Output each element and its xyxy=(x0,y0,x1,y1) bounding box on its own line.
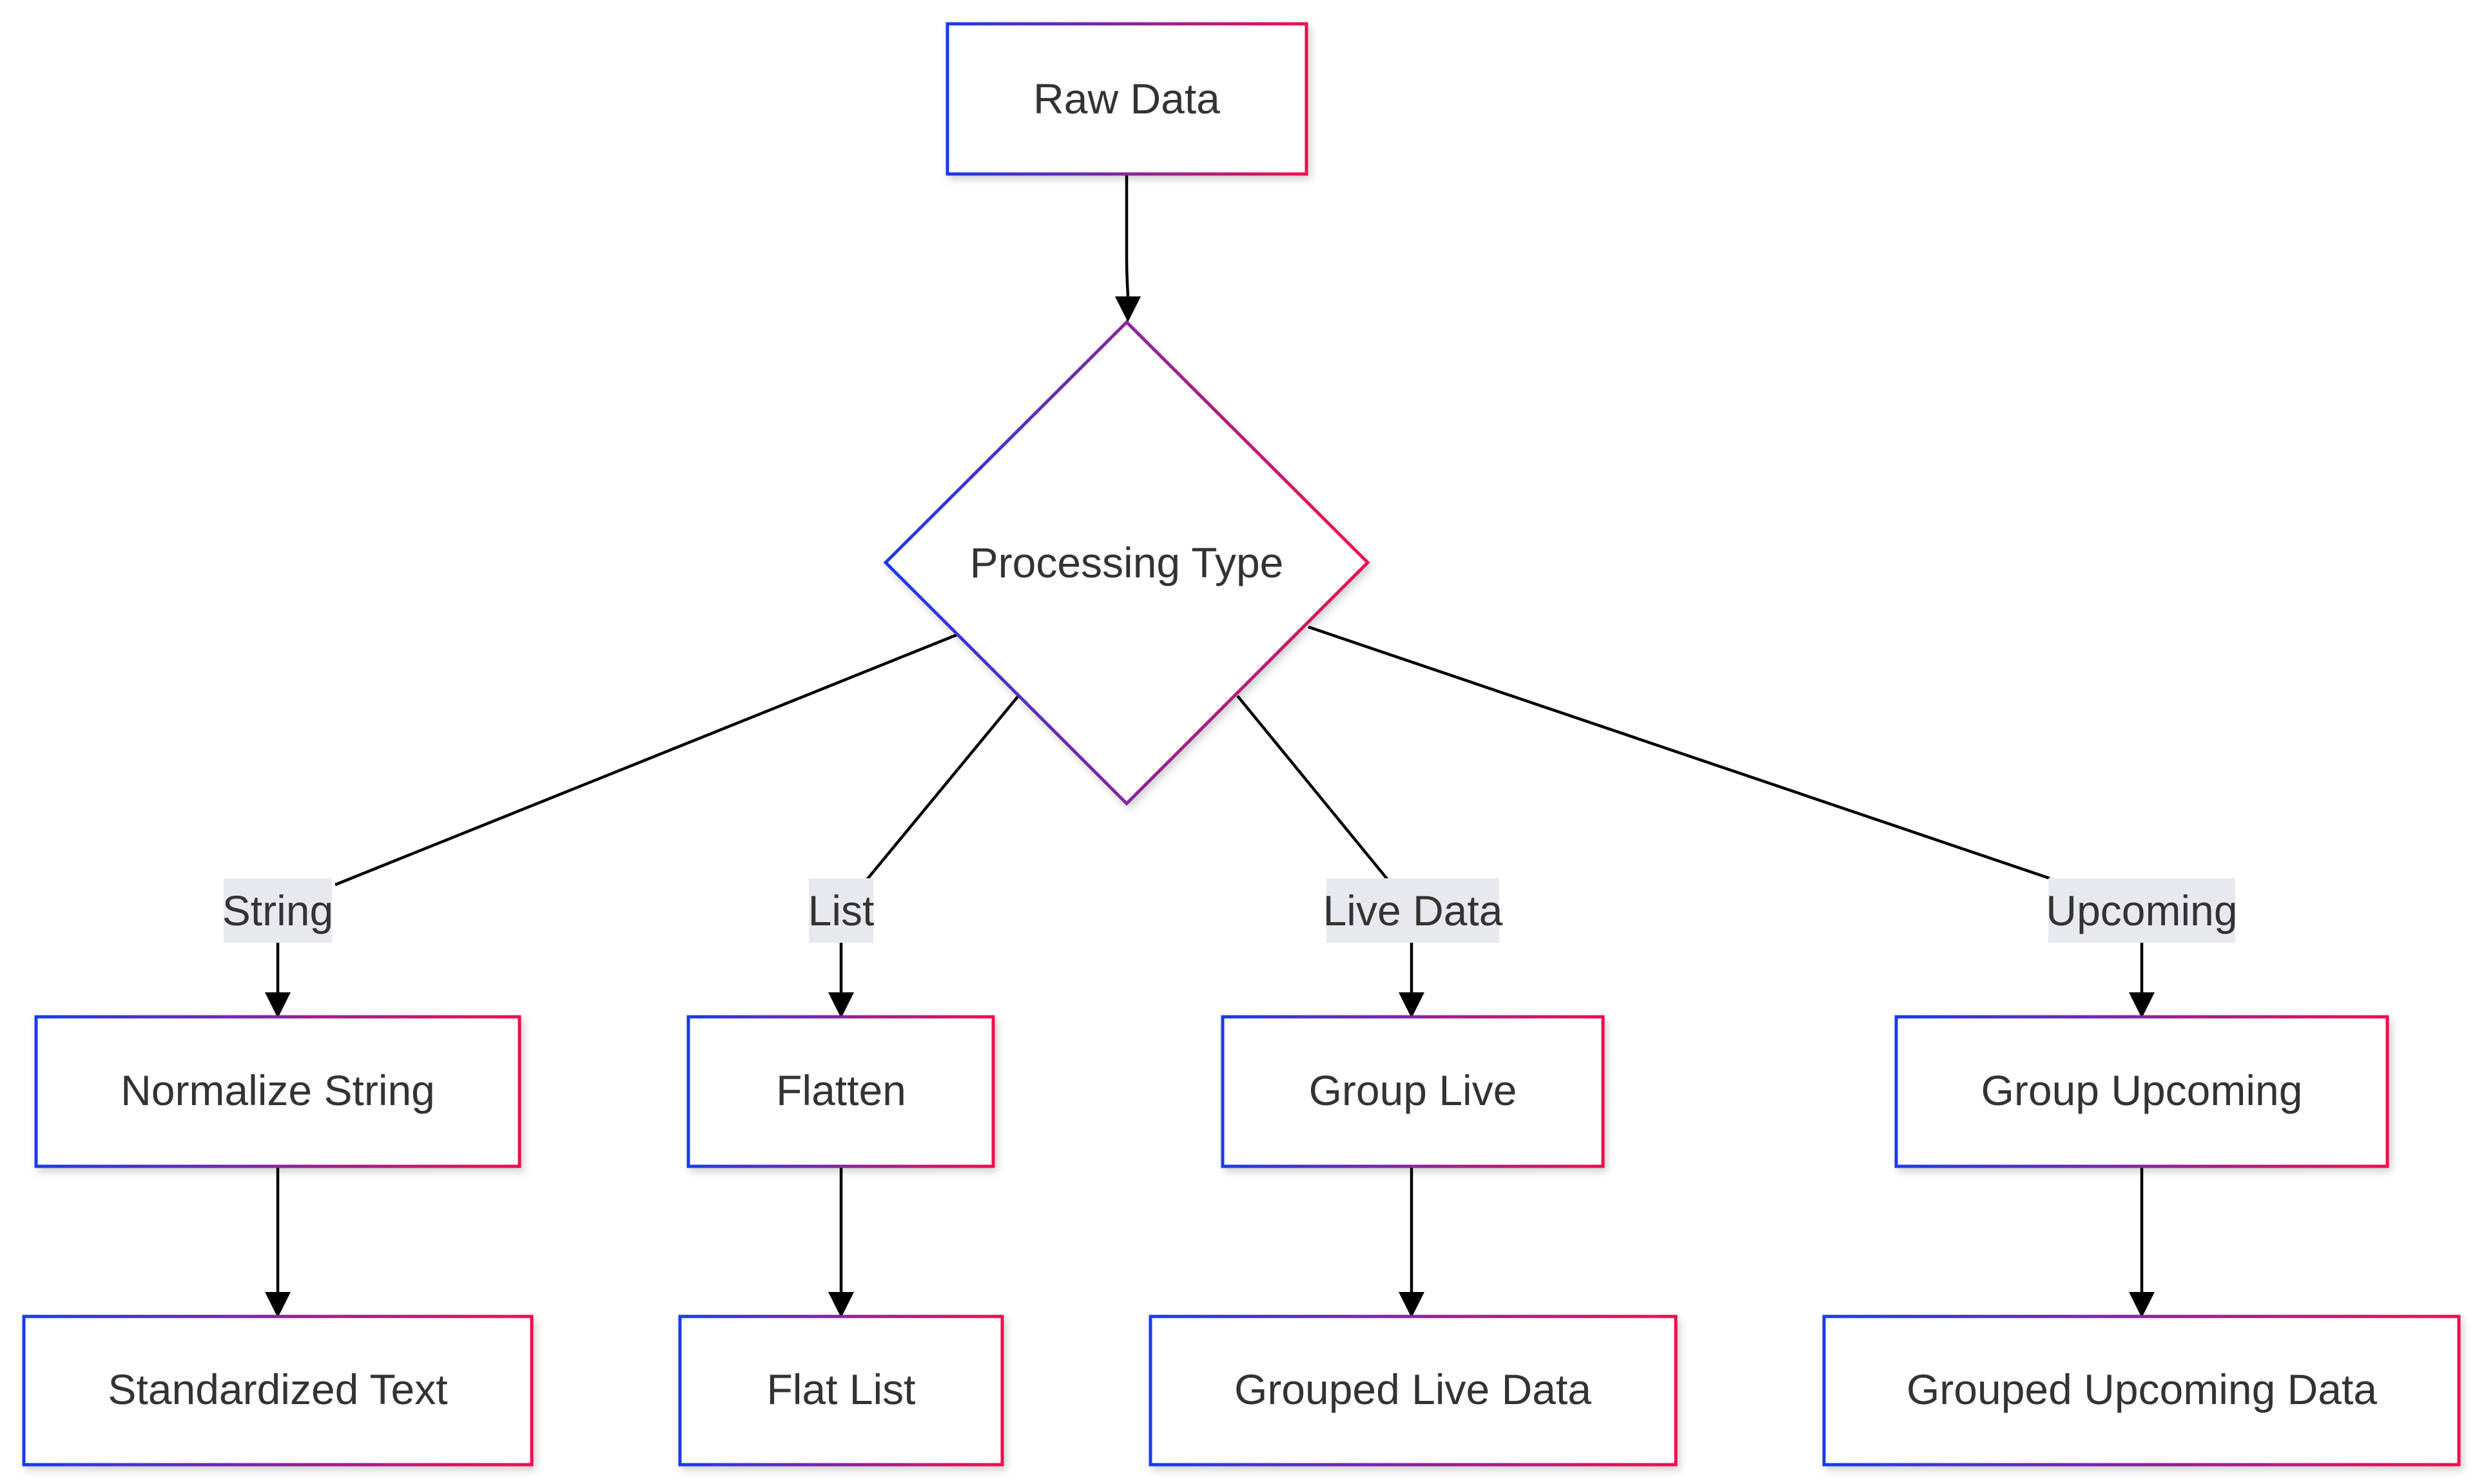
edge-label-string: String xyxy=(222,878,333,943)
edge-label-upcoming-text: Upcoming xyxy=(2046,887,2237,934)
arrowhead-icon xyxy=(2129,992,2155,1018)
edge-processing-to-upcoming xyxy=(1308,625,2050,880)
node-grouped-live-data xyxy=(1149,1315,1678,1467)
node-standardized-text-label: Standardized Text xyxy=(108,1365,447,1413)
node-flatten xyxy=(686,1015,995,1168)
nodes: Raw Data Processing Type Normalize Strin… xyxy=(22,22,2461,1467)
edge-label-list: List xyxy=(808,878,875,943)
arrowhead-icon xyxy=(1115,296,1141,322)
node-raw-data xyxy=(946,22,1308,176)
node-grouped-live-data-label: Grouped Live Data xyxy=(1234,1365,1591,1413)
edge-label-string-text: String xyxy=(222,887,333,934)
arrowhead-icon xyxy=(265,992,291,1018)
arrowhead-icon xyxy=(828,1292,854,1318)
edge-raw-data-to-processing-type xyxy=(1125,174,1130,297)
node-group-upcoming xyxy=(1894,1015,2389,1168)
arrowhead-icon xyxy=(1399,1292,1424,1318)
edge-label-live-data-text: Live Data xyxy=(1323,887,1503,934)
node-flat-list xyxy=(678,1315,1004,1467)
node-group-upcoming-label: Group Upcoming xyxy=(1981,1066,2303,1114)
node-normalize-string xyxy=(34,1015,521,1168)
node-raw-data-label: Raw Data xyxy=(1033,75,1220,122)
arrowhead-icon xyxy=(1399,992,1424,1018)
node-group-live xyxy=(1221,1015,1605,1168)
node-standardized-text xyxy=(22,1315,534,1467)
node-normalize-string-label: Normalize String xyxy=(121,1066,435,1114)
node-flatten-label: Flatten xyxy=(776,1066,906,1114)
edge-processing-to-list xyxy=(866,695,1020,881)
edge-processing-to-string xyxy=(335,633,958,887)
arrowhead-icon xyxy=(828,992,854,1018)
node-grouped-upcoming-data xyxy=(1822,1315,2461,1467)
node-processing-type xyxy=(883,320,1370,806)
node-grouped-upcoming-data-label: Grouped Upcoming Data xyxy=(1907,1365,2377,1413)
node-processing-type-label: Processing Type xyxy=(970,539,1284,586)
edge-labels: String List Live Data Upcoming xyxy=(222,878,2238,943)
arrowhead-icon xyxy=(2129,1292,2155,1318)
node-group-live-label: Group Live xyxy=(1309,1066,1517,1114)
arrowhead-icon xyxy=(265,1292,291,1318)
edge-label-upcoming: Upcoming xyxy=(2046,878,2238,943)
edge-label-list-text: List xyxy=(808,887,875,934)
edge-label-live-data: Live Data xyxy=(1323,878,1503,943)
node-flat-list-label: Flat List xyxy=(766,1365,915,1413)
edge-processing-to-live-data xyxy=(1236,695,1389,881)
edges xyxy=(265,174,2155,1318)
